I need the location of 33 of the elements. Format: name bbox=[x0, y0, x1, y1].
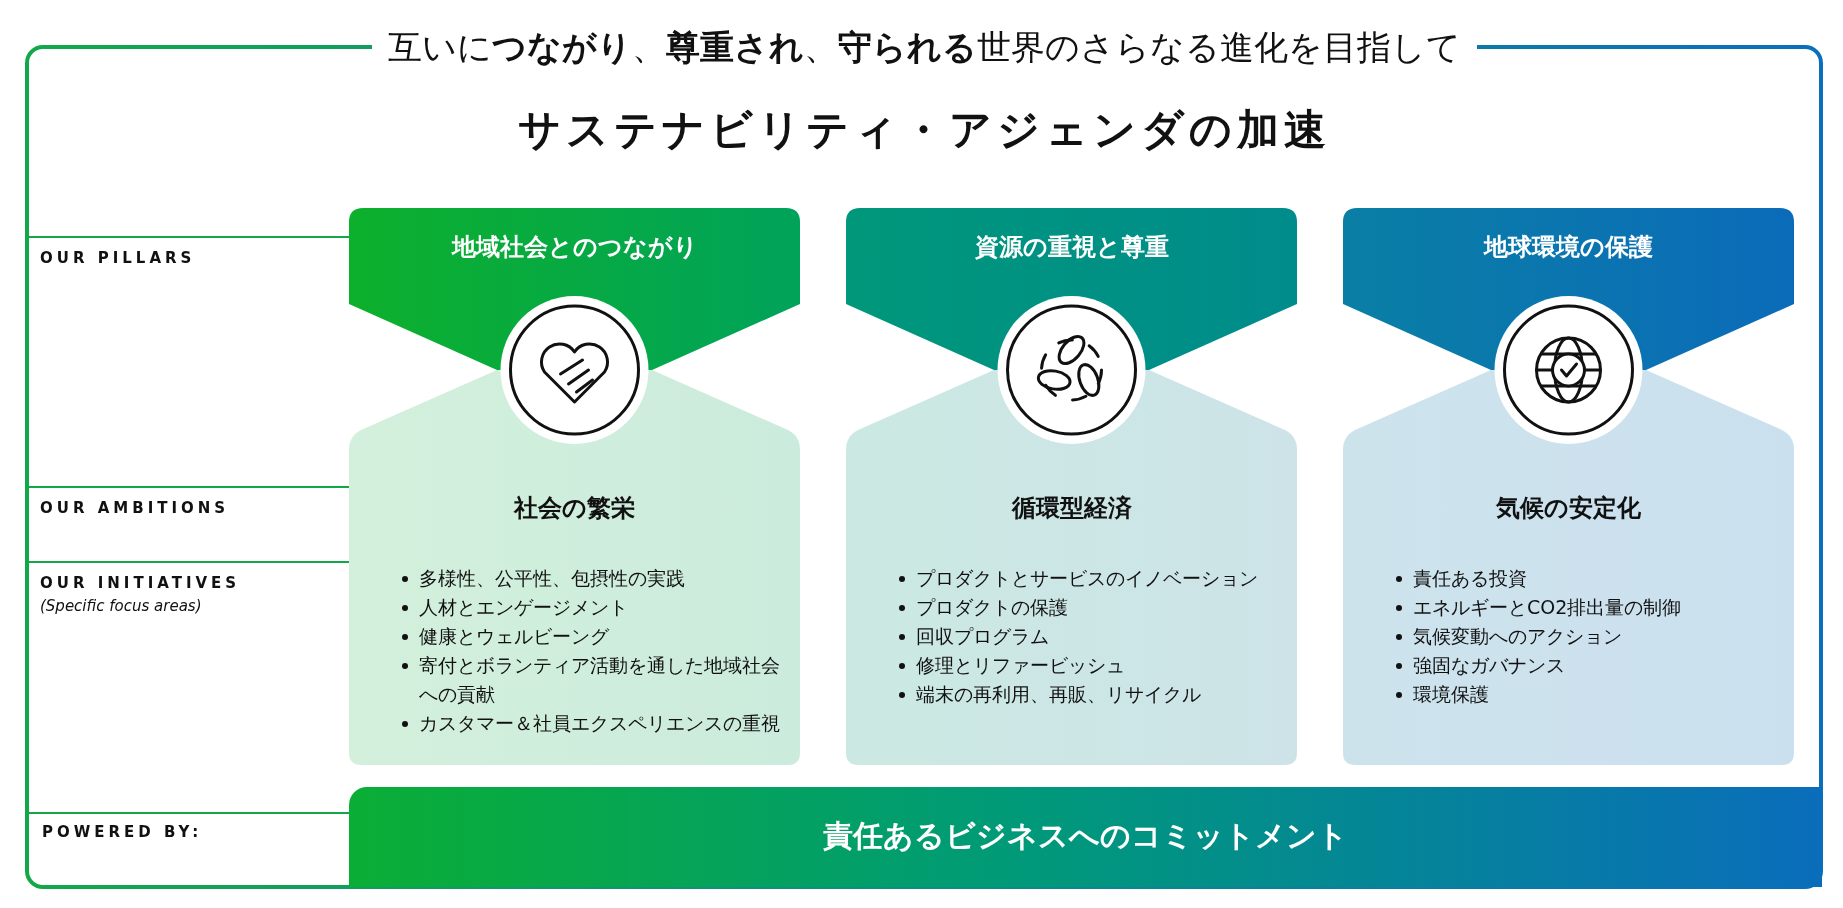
initiative-text: 健康とウェルビーング bbox=[419, 625, 609, 647]
initiative-text: 人材とエンゲージメント bbox=[419, 596, 628, 618]
ambition-panel bbox=[1343, 370, 1794, 765]
row-subtitle: (Specific focus areas) bbox=[40, 597, 202, 615]
commitment-bar bbox=[349, 787, 1822, 887]
initiative-text: 環境保護 bbox=[1413, 683, 1489, 705]
initiative-text: 修理とリファービッシュ bbox=[916, 654, 1125, 676]
initiative-text: 多様性、公平性、包摂性の実践 bbox=[419, 567, 685, 589]
pillar-heading: 資源の重視と尊重 bbox=[974, 233, 1169, 261]
row-label: POWERED BY: bbox=[42, 823, 203, 841]
commitment-text: 責任あるビジネスへのコミットメント bbox=[823, 818, 1348, 853]
initiative-text: 強固なガバナンス bbox=[1413, 654, 1565, 676]
initiative-text: 寄付とボランティア活動を通した地域社会への貢献 bbox=[419, 654, 780, 705]
initiative-text: エネルギーとCO2排出量の制御 bbox=[1413, 596, 1682, 618]
ambition-heading: 気候の安定化 bbox=[1496, 494, 1641, 522]
pillar-heading: 地球環境の保護 bbox=[1484, 233, 1653, 261]
initiative-text: 回収プログラム bbox=[916, 625, 1049, 647]
initiative-text: 端末の再利用、再販、リサイクル bbox=[916, 683, 1201, 705]
initiative-text: プロダクトとサービスのイノベーション bbox=[916, 567, 1258, 589]
ambition-heading: 社会の繁栄 bbox=[514, 494, 635, 522]
row-label: OUR INITIATIVES bbox=[40, 574, 241, 592]
ambition-heading: 循環型経済 bbox=[1011, 494, 1132, 522]
agenda-title: サステナビリティ・アジェンダの加速 bbox=[517, 105, 1331, 154]
initiative-text: プロダクトの保護 bbox=[916, 596, 1068, 618]
row-label: OUR AMBITIONS bbox=[40, 499, 230, 517]
motto-heading: 互いにつながり、尊重され、守られる世界のさらなる進化を目指して bbox=[371, 27, 1477, 67]
row-label: OUR PILLARS bbox=[40, 249, 196, 267]
initiative-text: 気候変動へのアクション bbox=[1413, 625, 1622, 647]
initiative-text: 責任ある投資 bbox=[1413, 567, 1527, 589]
ambition-panel bbox=[349, 370, 800, 765]
pillar-heading: 地域社会とのつながり bbox=[451, 233, 698, 261]
initiative-text: カスタマー＆社員エクスペリエンスの重視 bbox=[419, 712, 780, 734]
ambition-panel bbox=[846, 370, 1297, 765]
